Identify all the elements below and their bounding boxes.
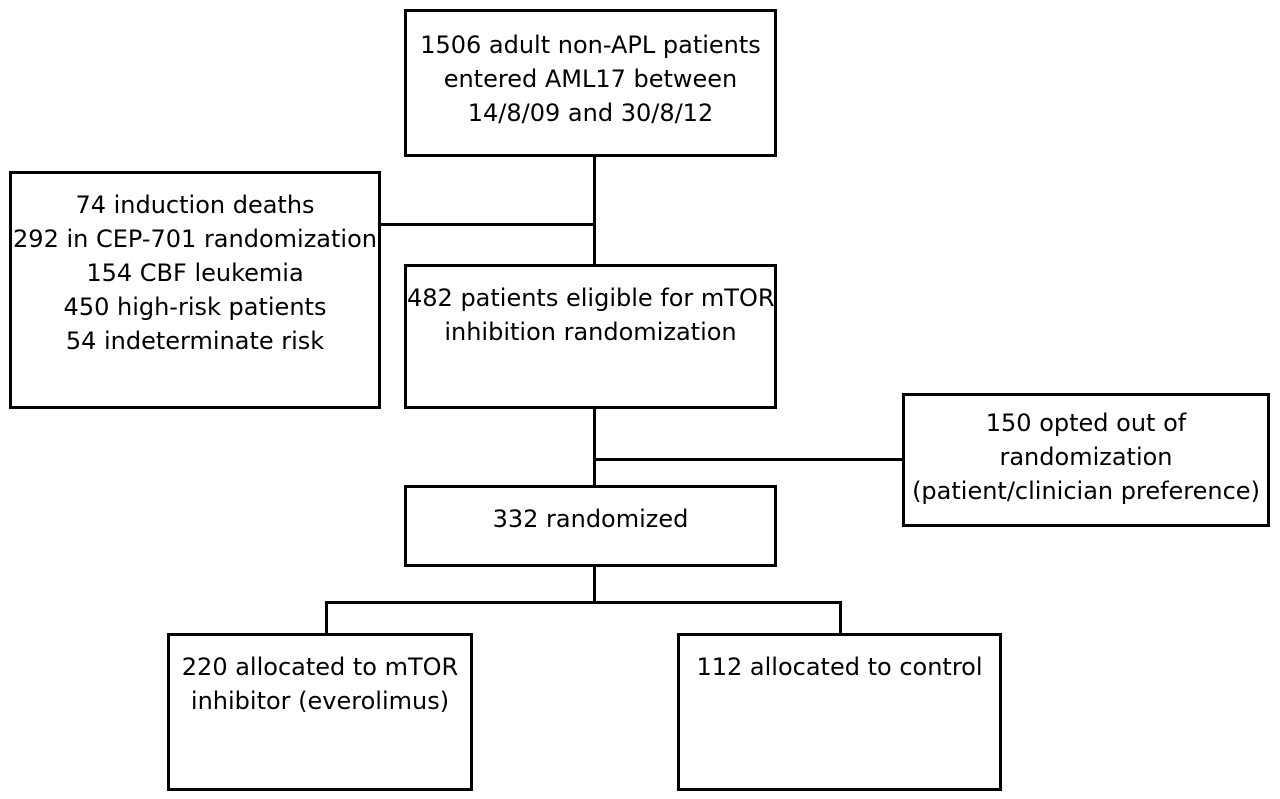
excluded-text-line: 54 indeterminate risk <box>65 327 325 355</box>
randomized-box: 332 randomized <box>404 485 777 567</box>
opted-out-box: 150 opted out of randomization (patient/… <box>902 393 1270 527</box>
connector-to-control-arm <box>839 601 842 633</box>
randomized-text-line: 332 randomized <box>492 505 689 533</box>
mtor-arm-box: 220 allocated to mTOR inhibitor (everoli… <box>167 633 473 791</box>
enrolled-text-line: 14/8/09 and 30/8/12 <box>467 99 714 127</box>
mtor-arm-text-line: inhibitor (everolimus) <box>190 687 450 715</box>
excluded-box: 74 induction deaths 292 in CEP-701 rando… <box>9 171 381 409</box>
connector-arms-split <box>325 601 842 604</box>
enrolled-box: 1506 adult non-APL patients entered AML1… <box>404 9 777 157</box>
enrolled-text-line: entered AML17 between <box>443 65 738 93</box>
opted-out-text-line: randomization <box>999 443 1173 471</box>
connector-opted-out-branch <box>593 458 902 461</box>
enrolled-text-line: 1506 adult non-APL patients <box>420 31 761 59</box>
connector-enrolled-to-eligible <box>593 157 596 264</box>
eligible-box: 482 patients eligible for mTOR inhibitio… <box>404 264 777 409</box>
mtor-arm-text-line: 220 allocated to mTOR <box>181 653 459 681</box>
connector-excluded-branch <box>381 223 594 226</box>
eligible-text-line: 482 patients eligible for mTOR <box>407 284 775 312</box>
excluded-text-line: 154 CBF leukemia <box>86 259 304 287</box>
excluded-text-line: 74 induction deaths <box>75 191 315 219</box>
control-arm-box: 112 allocated to control <box>677 633 1002 791</box>
opted-out-text-line: (patient/clinician preference) <box>912 477 1260 505</box>
connector-eligible-to-randomized <box>593 409 596 485</box>
connector-randomized-stem <box>593 567 596 603</box>
control-arm-text-line: 112 allocated to control <box>696 653 983 681</box>
eligible-text-line: inhibition randomization <box>444 318 737 346</box>
excluded-text-line: 292 in CEP-701 randomization <box>13 225 377 253</box>
opted-out-text-line: 150 opted out of <box>985 409 1187 437</box>
excluded-text-line: 450 high-risk patients <box>63 293 327 321</box>
connector-to-mtor-arm <box>325 601 328 633</box>
